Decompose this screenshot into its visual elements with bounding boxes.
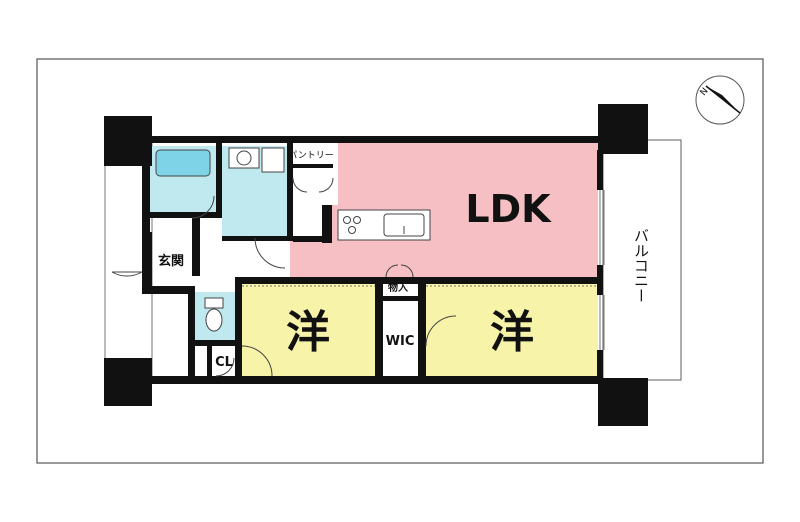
storage-label: 物入 bbox=[388, 281, 408, 294]
ldk-area bbox=[290, 142, 598, 277]
toilet-fixture bbox=[204, 297, 224, 332]
ldk-label: LDK bbox=[465, 187, 552, 231]
kitchen-counter bbox=[337, 209, 431, 241]
compass: N bbox=[695, 75, 745, 125]
bath-tub bbox=[155, 149, 211, 177]
western-room-1 bbox=[242, 284, 375, 377]
western-room-1-label: 洋 bbox=[286, 307, 330, 358]
wic-label: WIC bbox=[386, 334, 415, 349]
door-swings bbox=[111, 177, 457, 377]
pantry-label: パントリー bbox=[288, 150, 333, 161]
entrance-label: 玄関 bbox=[158, 253, 184, 269]
window-marks bbox=[242, 190, 605, 350]
walls bbox=[104, 104, 648, 426]
balcony-label: バルコニー bbox=[632, 228, 650, 303]
balcony bbox=[602, 139, 682, 381]
washing-machine-space bbox=[261, 147, 285, 173]
washbasin bbox=[228, 147, 260, 169]
closet-label: CL bbox=[215, 355, 233, 370]
western-room-2-label: 洋 bbox=[490, 307, 534, 358]
compass-north-label: N bbox=[699, 86, 711, 98]
western-room-2 bbox=[426, 284, 598, 377]
